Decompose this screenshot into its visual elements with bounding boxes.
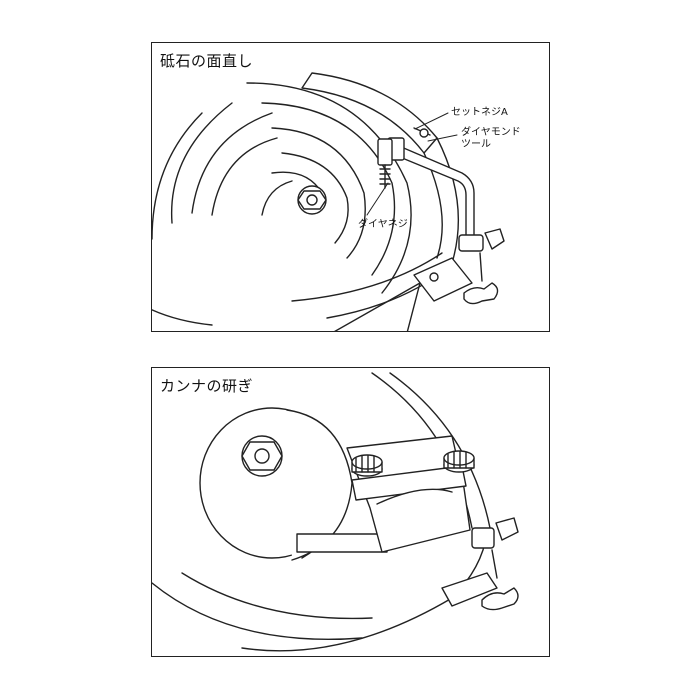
grinding-wheel-arcs: [152, 82, 412, 326]
label-diamond-tool-line1: ダイヤモンド: [461, 127, 521, 138]
label-diamond-tool-line2: ツール: [461, 139, 491, 150]
label-dia-screw: ダイヤネジ: [358, 219, 408, 230]
grinding-wheel: [199, 407, 353, 561]
panel-wheel-dressing: 砥石の面直し: [151, 42, 550, 332]
plane-sharpening-illustration: [152, 372, 519, 652]
dia-screw: [377, 138, 393, 189]
center-nut: [241, 435, 283, 477]
wheel-dressing-illustration: [152, 72, 505, 331]
spindle: [296, 533, 388, 553]
mounting-plate: [413, 257, 473, 302]
leader-lines: [366, 112, 458, 216]
knurled-knob-right: [443, 450, 475, 473]
knurled-knob-left: [351, 454, 383, 477]
panel-title: カンナの研ぎ: [160, 377, 254, 395]
panel-plane-sharpening: カンナの研ぎ: [151, 367, 550, 657]
center-nut: [297, 185, 327, 215]
label-set-screw-a: セットネジA: [451, 107, 508, 118]
clamp-thumbscrews: [458, 228, 505, 305]
panel-title: 砥石の面直し: [160, 52, 254, 70]
support-arm-thumbscrews: [441, 517, 519, 611]
